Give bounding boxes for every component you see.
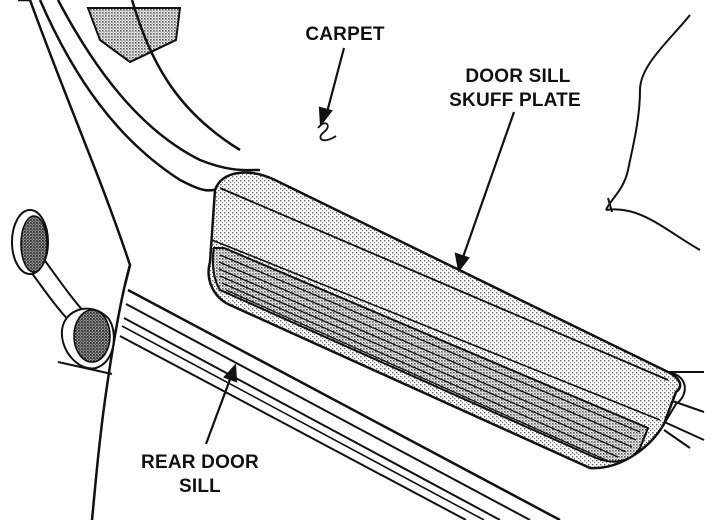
rear-door-label-line2: SILL — [179, 476, 221, 497]
rear-door-sill — [119, 288, 561, 520]
carpet-edge — [605, 14, 701, 251]
door-sill-label-line2: SKUFF PLATE — [449, 90, 581, 111]
rear-door-label-line1: REAR DOOR — [141, 452, 259, 473]
door-sill-label-line1: DOOR SILL — [465, 66, 571, 87]
sill-rail-right — [659, 371, 705, 449]
carpet-label: CARPET — [305, 24, 385, 45]
seat-corner — [86, 7, 182, 64]
window-crank — [11, 209, 115, 375]
carpet-squiggle — [317, 122, 337, 142]
skuff-plate — [207, 171, 686, 470]
door-frame — [18, 0, 261, 520]
leader-arrows — [204, 47, 516, 445]
skuff-plate-ribs — [218, 254, 641, 462]
